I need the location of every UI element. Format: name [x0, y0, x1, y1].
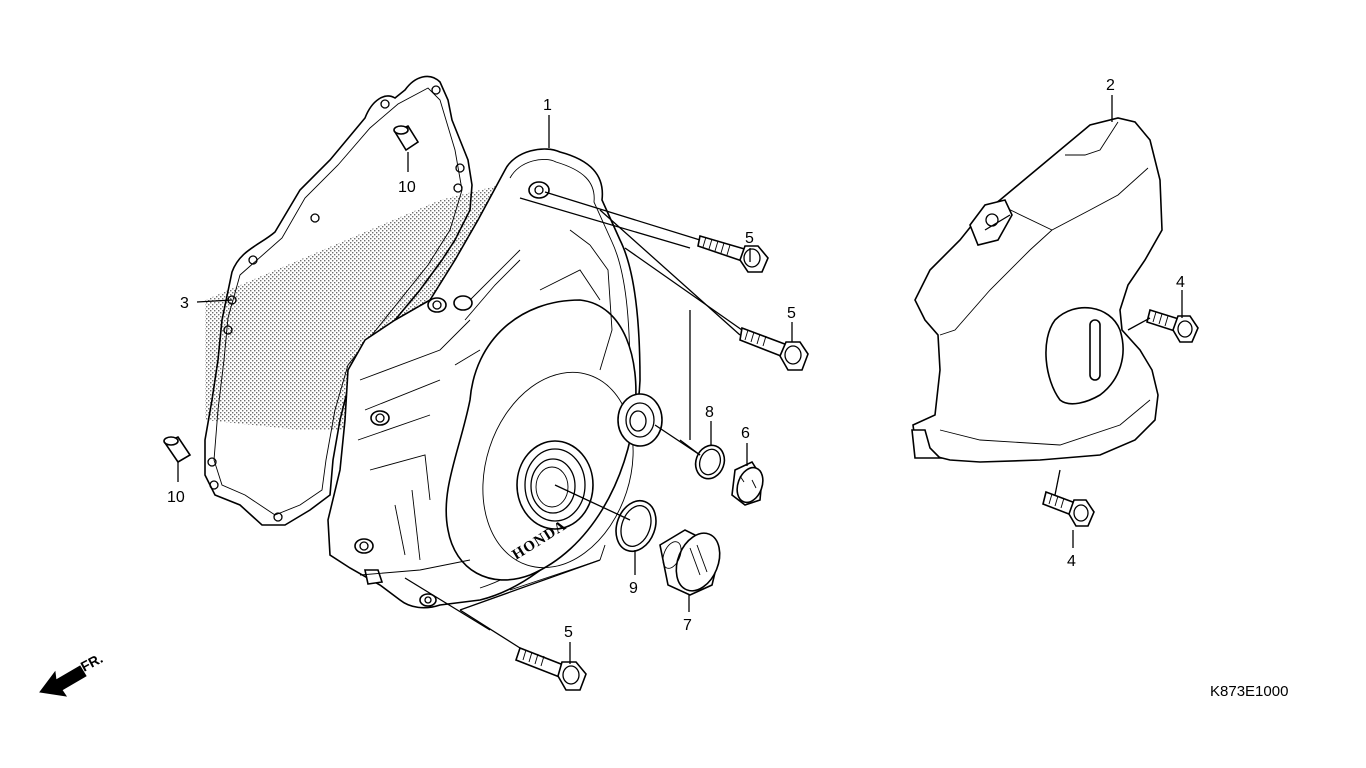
callout-3: 3	[180, 295, 189, 312]
callout-leaders	[177, 95, 1183, 664]
callout-8: 8	[705, 404, 714, 421]
callout-7: 7	[683, 617, 692, 634]
callout-10-lower: 10	[167, 489, 185, 506]
callout-6: 6	[741, 425, 750, 442]
drawing-code: K873E1000	[1210, 683, 1288, 700]
callout-10-upper: 10	[398, 179, 416, 196]
bolt-4-lower	[1042, 490, 1095, 527]
callout-4-upper: 4	[1176, 274, 1185, 291]
bolt-5-lower	[515, 646, 587, 691]
sprocket-cover-slot	[1089, 319, 1101, 381]
gasket-bolt-holes	[207, 85, 465, 522]
crankcase-cover: HONDA	[327, 148, 663, 609]
callout-5-lower: 5	[564, 624, 573, 641]
callout-1: 1	[543, 97, 552, 114]
sprocket-cover-lower-edge	[939, 399, 1151, 446]
sprocket-cover	[911, 117, 1163, 463]
leader-lines	[404, 191, 1151, 649]
cover-timing-hole	[617, 393, 663, 447]
gasket-outline	[204, 75, 473, 526]
sprocket-cover-window	[1045, 306, 1124, 405]
sprocket-cover-ridge-2	[939, 229, 1053, 336]
sprocket-cover-outline	[912, 117, 1163, 463]
cover-dome-face	[482, 371, 634, 569]
cover-bolt-bosses	[354, 181, 550, 607]
front-direction-indicator: FR.	[39, 650, 105, 697]
dowel-pin-lower	[163, 435, 192, 464]
sprocket-cover-ridge-3	[1065, 121, 1119, 156]
front-arrow-icon	[39, 665, 87, 697]
o-ring-8	[694, 444, 726, 480]
callout-5-upper: 5	[745, 230, 754, 247]
sprocket-cover-ridge	[999, 167, 1149, 231]
bolt-4-upper	[1146, 308, 1199, 343]
callout-5-middle: 5	[787, 305, 796, 322]
bolt-5-upper	[697, 234, 769, 273]
sprocket-cover-mount-tab	[969, 199, 1013, 246]
bolt-5-middle	[739, 326, 809, 371]
cover-ribs	[357, 229, 613, 561]
o-ring-9	[615, 499, 657, 553]
callout-9: 9	[629, 580, 638, 597]
timing-hole-cap-6	[731, 460, 764, 506]
dowel-pin-upper	[393, 124, 420, 152]
callout-2: 2	[1106, 77, 1115, 94]
sprocket-cover-foot	[911, 429, 942, 459]
callout-4-lower: 4	[1067, 553, 1076, 570]
crank-hole-cap-7	[659, 529, 721, 596]
cover-dome	[445, 299, 637, 581]
